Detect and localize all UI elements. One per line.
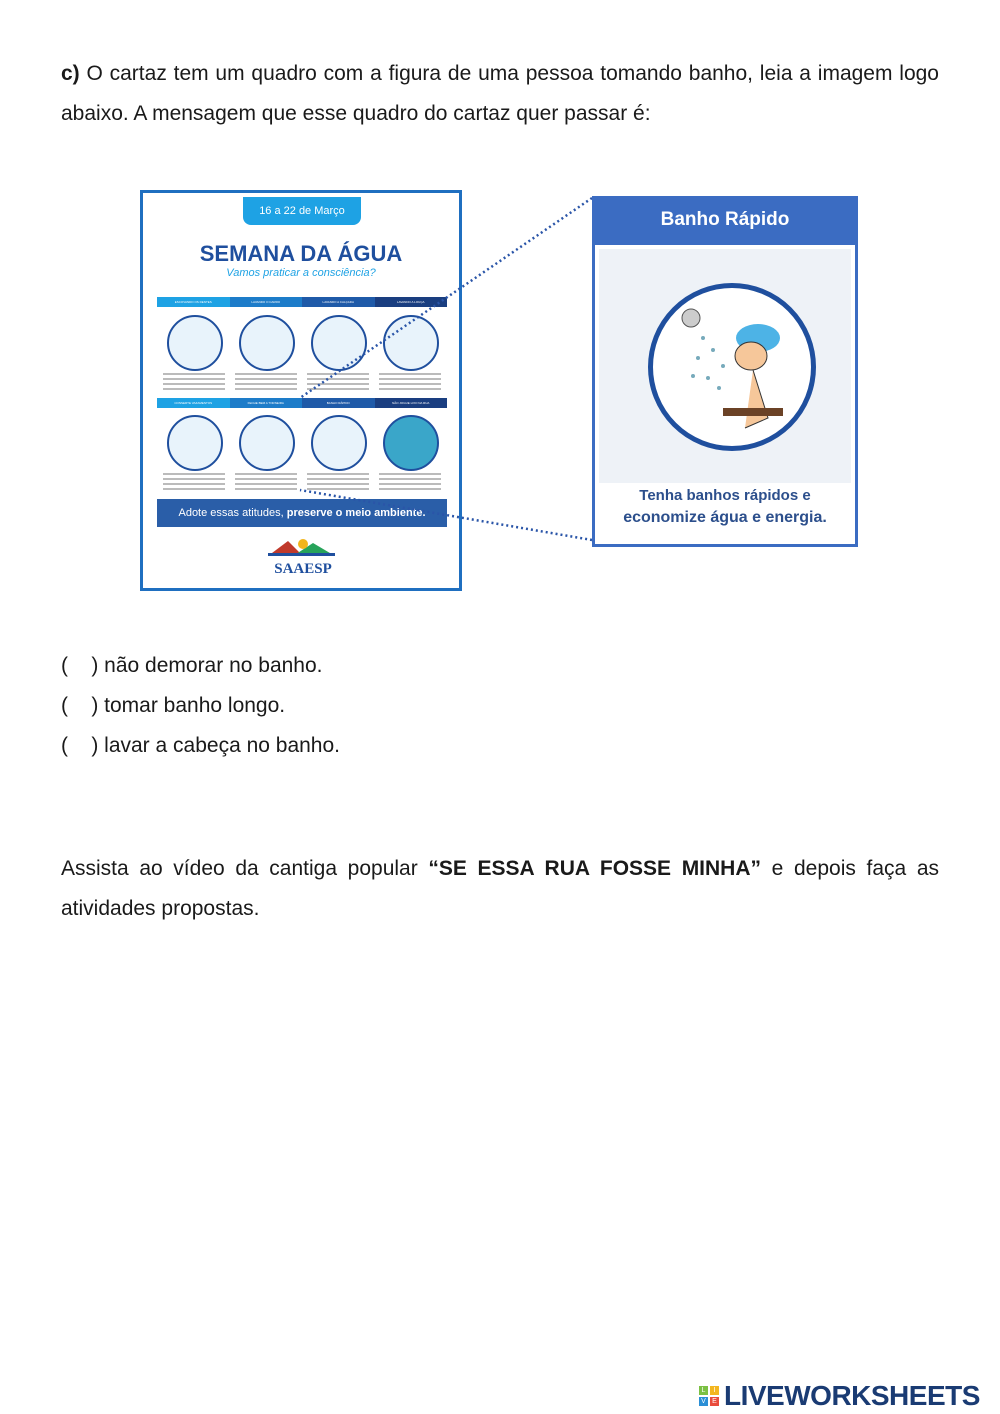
- illustration-car: [239, 315, 295, 371]
- caption-lines: [163, 373, 225, 391]
- caption-line: economize água e energia.: [623, 509, 827, 526]
- instruction-text: e depois faça as atividades propostas.: [61, 857, 939, 920]
- checkbox[interactable]: ( ): [61, 734, 99, 757]
- mountains-icon: [268, 539, 335, 556]
- footer-text: Adote essas atitudes,: [178, 507, 287, 519]
- question-letter: c): [61, 62, 80, 85]
- detail-caption: Tenha banhos rápidos e economize água e e…: [595, 485, 855, 529]
- watermark-text: LIVEWORKSHEETS: [724, 1380, 980, 1411]
- option-3[interactable]: ( ) lavar a cabeça no banho.: [61, 726, 340, 766]
- poster-header: BANHO RÁPIDO: [302, 398, 375, 408]
- illustration-sidewalk: [311, 315, 367, 371]
- illustration-litter: [383, 415, 439, 471]
- poster-subtitle: Vamos praticar a consciência?: [226, 267, 376, 279]
- caption-lines: [379, 373, 441, 391]
- illustration-brushing: [167, 315, 223, 371]
- detail-illustration-area: [599, 249, 851, 483]
- checkbox[interactable]: ( ): [61, 654, 99, 677]
- option-text: não demorar no banho.: [98, 654, 323, 677]
- instruction-paragraph: Assista ao vídeo da cantiga popular “SE …: [61, 849, 939, 929]
- poster-header: NÃO JOGUE LIXO NA RUA: [374, 398, 447, 408]
- instruction-text: Assista ao vídeo da cantiga popular: [61, 857, 429, 880]
- saaesp-logo: SAAESP: [263, 538, 343, 578]
- zoom-connector-lines: [299, 196, 593, 542]
- checkbox[interactable]: ( ): [61, 694, 99, 717]
- poster-header: LAVANDO O CARRO: [229, 297, 302, 307]
- illustration-shower: [311, 415, 367, 471]
- shower-illustration: [648, 283, 816, 451]
- illustration-faucet: [239, 415, 295, 471]
- caption-lines: [163, 473, 225, 491]
- option-text: lavar a cabeça no banho.: [98, 734, 341, 757]
- caption-lines: [235, 373, 297, 391]
- caption-lines: [307, 373, 369, 391]
- caption-lines: [235, 473, 297, 491]
- question-text: O cartaz tem um quadro com a figura de u…: [61, 62, 939, 125]
- poster-row1-headers: ESCOVANDO OS DENTES LAVANDO O CARRO LAVA…: [157, 297, 447, 307]
- poster-footer-banner: Adote essas atitudes, preserve o meio am…: [157, 499, 447, 527]
- banho-rapido-detail: Banho Rápido Tenha banhos rápidos e econo…: [592, 196, 858, 547]
- logo-text: SAAESP: [274, 561, 332, 577]
- poster-header: LAVANDO A LOUÇA: [374, 297, 447, 307]
- footer-bold: preserve o meio ambiente.: [286, 507, 426, 519]
- semana-da-agua-poster: 16 a 22 de Março SEMANA DA ÁGUA Vamos pr…: [140, 190, 462, 591]
- option-text: tomar banho longo.: [98, 694, 286, 717]
- illustration-dishes: [383, 315, 439, 371]
- poster-header: FECHE BEM A TORNEIRA: [229, 398, 302, 408]
- caption-lines: [379, 473, 441, 491]
- caption-line: Tenha banhos rápidos e: [639, 487, 811, 504]
- poster-date: 16 a 22 de Março: [243, 197, 361, 225]
- detail-title: Banho Rápido: [595, 199, 855, 245]
- poster-header: LAVANDO A CALÇADA: [302, 297, 375, 307]
- caption-lines: [307, 473, 369, 491]
- poster-header: CONSERTE VAZAMENTOS: [157, 398, 230, 408]
- poster-header: ESCOVANDO OS DENTES: [157, 297, 230, 307]
- illustration-plumber: [167, 415, 223, 471]
- person-showering-icon: [681, 308, 783, 429]
- option-2[interactable]: ( ) tomar banho longo.: [61, 686, 285, 726]
- song-title: “SE ESSA RUA FOSSE MINHA”: [428, 857, 762, 880]
- question-c: c) O cartaz tem um quadro com a figura d…: [61, 54, 939, 134]
- poster-title: SEMANA DA ÁGUA: [199, 241, 403, 266]
- poster-row2-headers: CONSERTE VAZAMENTOS FECHE BEM A TORNEIRA…: [157, 398, 447, 408]
- option-1[interactable]: ( ) não demorar no banho.: [61, 646, 323, 686]
